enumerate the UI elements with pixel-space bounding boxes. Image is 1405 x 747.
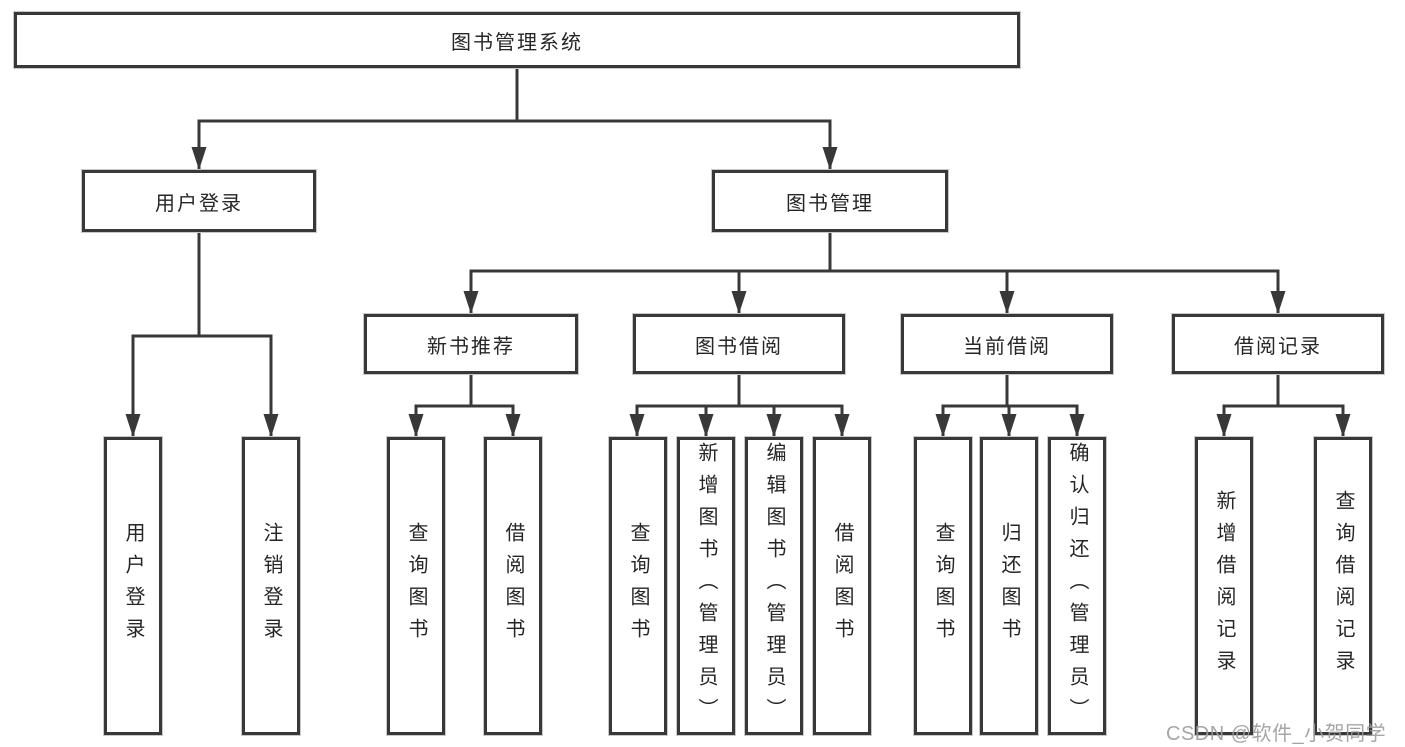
connector-user-login-branch: [125, 232, 279, 437]
leaf-return-books-label: 归还图书: [998, 522, 1020, 650]
leaf-add-books-admin: 新增图书（管理员）: [677, 437, 735, 735]
arrow-down-icon: [463, 291, 479, 314]
arrow-down-icon: [834, 414, 850, 437]
leaf-return-books: 归还图书: [980, 437, 1038, 735]
leaf-borrow-query-books: 查询图书: [609, 437, 667, 735]
connector-book-borrow-branch: [629, 374, 850, 437]
arrow-down-icon: [1069, 414, 1085, 437]
connector-root-to-level2: [191, 68, 838, 170]
node-book-borrow-label: 图书借阅: [695, 335, 783, 358]
leaf-user-login: 用户登录: [104, 437, 162, 735]
connector-new-book-rec-branch: [408, 374, 521, 437]
arrow-down-icon: [1216, 414, 1232, 437]
arrow-down-icon: [731, 291, 747, 314]
connector-current-borrow-branch: [935, 374, 1085, 437]
arrow-down-icon: [408, 414, 424, 437]
arrow-down-icon: [766, 414, 782, 437]
node-borrow-records: 借阅记录: [1172, 314, 1384, 374]
leaf-borrow-books-label: 借阅图书: [831, 522, 853, 650]
node-book-mgmt-label: 图书管理: [786, 192, 874, 215]
arrow-down-icon: [263, 414, 279, 437]
leaf-rec-query-books: 查询图书: [387, 437, 445, 735]
arrow-down-icon: [505, 414, 521, 437]
leaf-borrow-books: 借阅图书: [813, 437, 871, 735]
leaf-current-query-books: 查询图书: [914, 437, 972, 735]
watermark: CSDN @软件_小贺同学: [1166, 723, 1387, 745]
node-book-mgmt: 图书管理: [712, 170, 948, 232]
arrow-down-icon: [629, 414, 645, 437]
leaf-logout-label: 注销登录: [260, 522, 282, 650]
connector-book-mgmt-branch: [463, 232, 1286, 314]
leaf-borrow-query-books-label: 查询图书: [627, 522, 649, 650]
node-new-book-rec-label: 新书推荐: [427, 335, 515, 358]
node-new-book-rec: 新书推荐: [364, 314, 578, 374]
arrow-down-icon: [822, 147, 838, 170]
connector-borrow-records-branch: [1216, 374, 1351, 437]
node-borrow-records-label: 借阅记录: [1234, 335, 1322, 358]
arrow-down-icon: [1270, 291, 1286, 314]
node-root: 图书管理系统: [14, 12, 1020, 68]
leaf-add-books-admin-label: 新增图书（管理员）: [695, 442, 717, 730]
leaf-rec-borrow-books-label: 借阅图书: [502, 522, 524, 650]
arrow-down-icon: [698, 414, 714, 437]
node-current-borrow-label: 当前借阅: [963, 335, 1051, 358]
arrow-down-icon: [999, 291, 1015, 314]
leaf-confirm-return-admin: 确认归还（管理员）: [1048, 437, 1106, 735]
leaf-current-query-books-label: 查询图书: [932, 522, 954, 650]
leaf-add-borrow-record: 新增借阅记录: [1195, 437, 1253, 735]
node-current-borrow: 当前借阅: [901, 314, 1113, 374]
node-user-login: 用户登录: [82, 170, 316, 232]
leaf-query-borrow-record-label: 查询借阅记录: [1332, 490, 1354, 682]
arrow-down-icon: [935, 414, 951, 437]
leaf-add-borrow-record-label: 新增借阅记录: [1213, 490, 1235, 682]
arrow-down-icon: [191, 147, 207, 170]
leaf-rec-borrow-books: 借阅图书: [484, 437, 542, 735]
leaf-rec-query-books-label: 查询图书: [405, 522, 427, 650]
leaf-confirm-return-admin-label: 确认归还（管理员）: [1066, 442, 1088, 730]
arrow-down-icon: [1335, 414, 1351, 437]
node-user-login-label: 用户登录: [155, 192, 243, 215]
arrow-down-icon: [1001, 414, 1017, 437]
leaf-logout: 注销登录: [242, 437, 300, 735]
leaf-user-login-label: 用户登录: [122, 522, 144, 650]
leaf-edit-books-admin: 编辑图书（管理员）: [745, 437, 803, 735]
node-book-borrow: 图书借阅: [633, 314, 845, 374]
node-root-label: 图书管理系统: [451, 31, 583, 54]
leaf-edit-books-admin-label: 编辑图书（管理员）: [763, 442, 785, 730]
arrow-down-icon: [125, 414, 141, 437]
leaf-query-borrow-record: 查询借阅记录: [1314, 437, 1372, 735]
